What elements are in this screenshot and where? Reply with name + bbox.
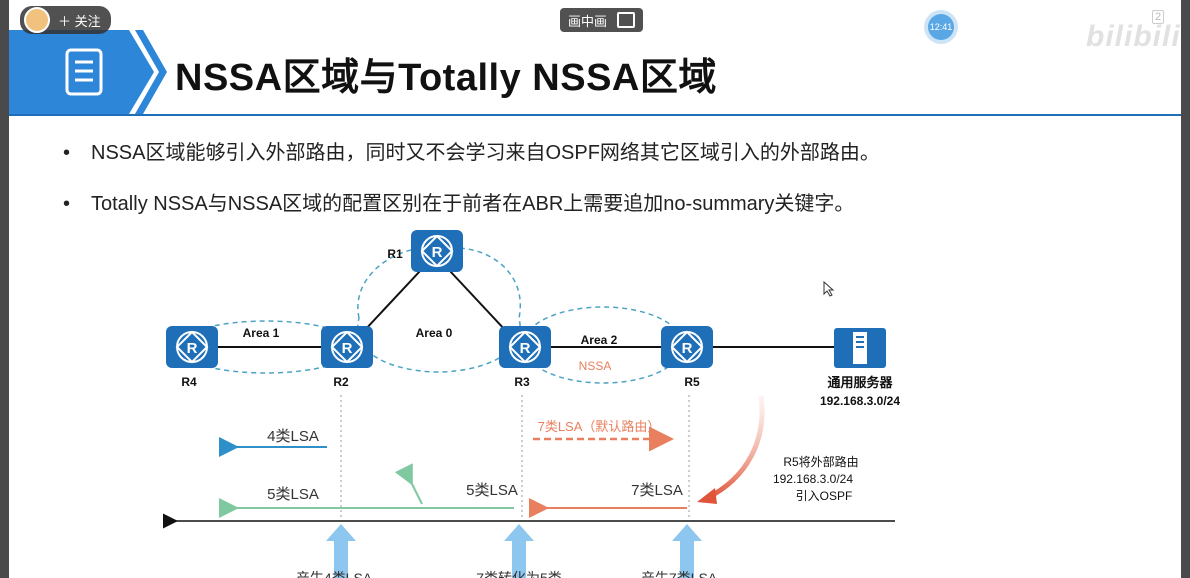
- server-ip: 192.168.3.0/24: [820, 394, 900, 408]
- bottom-label: 产生4类LSA: [296, 570, 373, 578]
- area-label: Area 1: [243, 326, 280, 340]
- pip-label: 画中画: [568, 13, 608, 29]
- title-band: [9, 30, 1181, 116]
- router-label: R3: [514, 375, 530, 389]
- r5-note-line: 192.168.3.0/24: [773, 472, 853, 486]
- server-icon: [834, 328, 886, 368]
- document-icon: [65, 48, 103, 96]
- clock-badge: 12:41: [928, 14, 954, 40]
- slide: NSSA区域与Totally NSSA区域 • NSSA区域能够引入外部路由，同时…: [9, 0, 1181, 578]
- svg-text:R: R: [682, 340, 693, 357]
- lsa7-label: 7类LSA: [631, 482, 683, 499]
- area-label: Area 0: [416, 326, 453, 340]
- ospf-diagram: R R R R R: [163, 230, 900, 578]
- router-r3: R: [499, 326, 551, 368]
- bottom-label: 产生7类LSA: [641, 570, 718, 578]
- bullet-text: NSSA区域能够引入外部路由，同时又不会学习来自OSPF网络其它区域引入的外部路…: [91, 142, 880, 164]
- title-banner-shape: [9, 30, 167, 114]
- page-badge: 2: [1152, 10, 1165, 24]
- svg-text:R: R: [187, 340, 198, 357]
- pip-icon: [617, 12, 636, 28]
- router-label: R2: [333, 375, 349, 389]
- lsa5-mid-label: 5类LSA: [466, 482, 518, 499]
- svg-text:R: R: [342, 340, 353, 357]
- area0-boundary: [357, 247, 522, 373]
- router-label: R1: [387, 247, 403, 261]
- mouse-cursor-icon: [823, 280, 835, 297]
- r5-note-line: R5将外部路由: [783, 454, 858, 469]
- follow-label: ＋ 关注: [58, 13, 101, 29]
- bullet-text: Totally NSSA与NSSA区域的配置区别在于前者在ABR上需要追加no-…: [91, 193, 855, 215]
- lsa5-left-label: 5类LSA: [267, 486, 319, 503]
- lsa7-default-label: 7类LSA（默认路由）: [538, 419, 661, 434]
- bullet-item: • Totally NSSA与NSSA区域的配置区别在于前者在ABR上需要追加no…: [63, 187, 854, 216]
- import-arrowhead: [697, 488, 717, 504]
- server-name: 通用服务器: [827, 375, 893, 390]
- router-r4: R: [166, 326, 218, 368]
- nssa-label: NSSA: [579, 359, 612, 373]
- bullet-dot-icon: •: [63, 193, 71, 215]
- svg-text:R: R: [520, 340, 531, 357]
- bottom-label: 7类转化为5类: [476, 570, 562, 578]
- router-label: R4: [181, 375, 197, 389]
- r5-note-line: 引入OSPF: [796, 489, 853, 503]
- bullet-item: • NSSA区域能够引入外部路由，同时又不会学习来自OSPF网络其它区域引入的外部…: [63, 136, 880, 165]
- lsa5-branch-arrow: [394, 463, 423, 505]
- avatar: [24, 7, 50, 33]
- up-arrow-icon: [672, 524, 702, 578]
- page-title: NSSA区域与Totally NSSA区域: [175, 57, 717, 99]
- up-arrow-icon: [504, 524, 534, 578]
- router-r1: R: [411, 230, 463, 272]
- svg-text:R: R: [432, 244, 443, 261]
- router-r2: R: [321, 326, 373, 368]
- watermark: bilibili: [1086, 20, 1181, 53]
- import-arrow: [705, 395, 765, 501]
- router-r5: R: [661, 326, 713, 368]
- lsa4-label: 4类LSA: [267, 428, 319, 445]
- up-arrow-icon: [326, 524, 356, 578]
- router-label: R5: [684, 375, 700, 389]
- follow-button[interactable]: ＋ 关注: [20, 6, 111, 34]
- guide-lines: [340, 395, 690, 520]
- area-label: Area 2: [581, 333, 618, 347]
- bullet-dot-icon: •: [63, 142, 71, 164]
- picture-in-picture-button[interactable]: 画中画: [560, 8, 644, 32]
